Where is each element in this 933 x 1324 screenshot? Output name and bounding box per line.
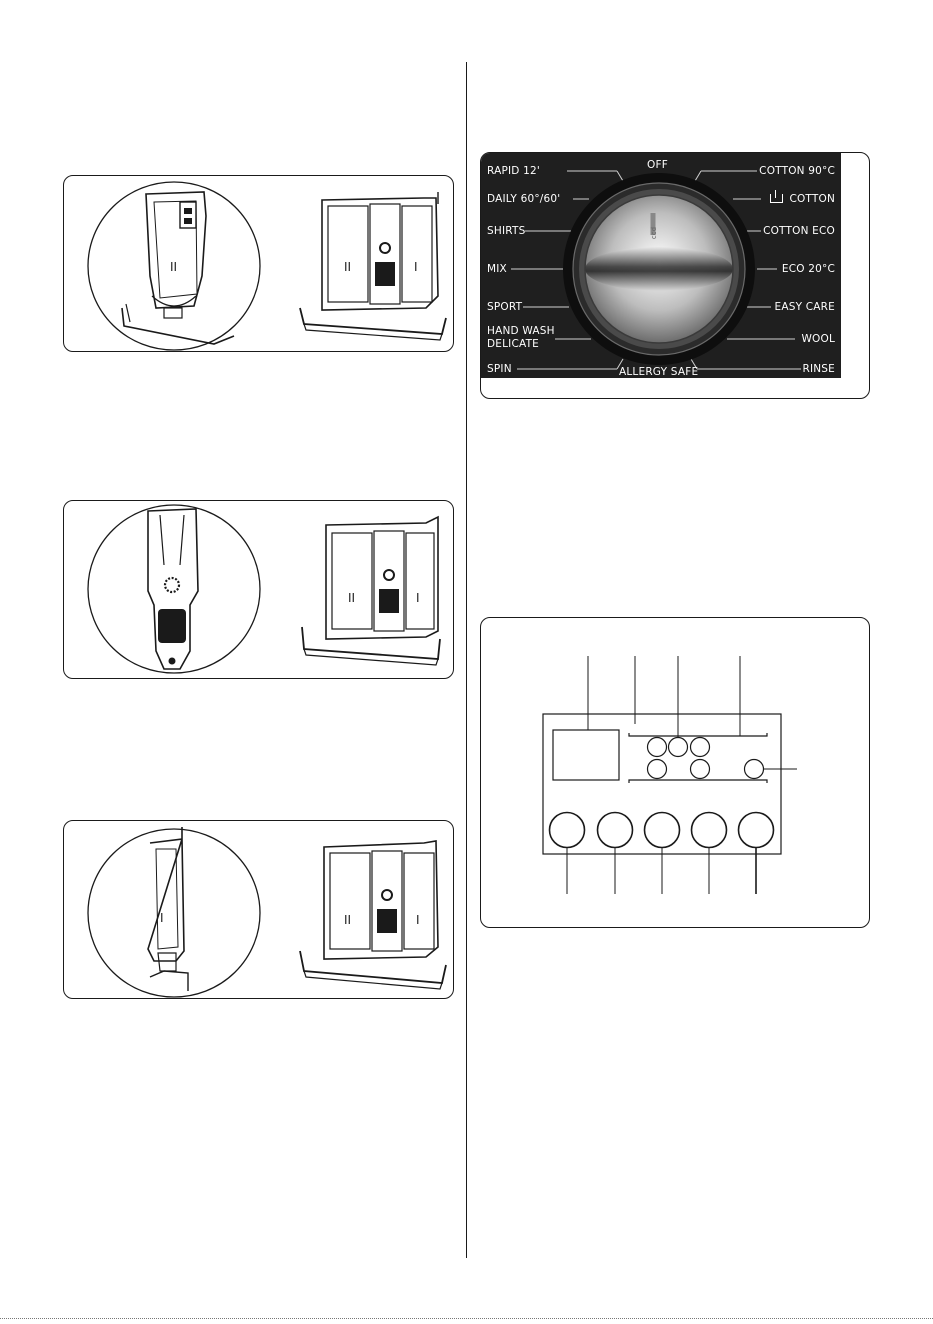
program-cotton-label: COTTON (789, 193, 835, 205)
program-allergy-safe: ALLERGY SAFE (619, 366, 698, 378)
column-divider (466, 62, 467, 1258)
compartment-label-2b: II (344, 260, 351, 274)
compartment-label-2d: II (344, 913, 351, 927)
program-spin: SPIN (487, 363, 512, 375)
program-mix: MIX (487, 263, 507, 275)
control-panel-figure (480, 617, 870, 928)
program-wool: WOOL (801, 333, 835, 345)
page-bottom-rule (0, 1318, 933, 1319)
compartment-label-1d: I (416, 913, 420, 927)
control-panel-drawing (481, 618, 871, 929)
compartment-label-1b: I (416, 591, 420, 605)
compartment-label-1: I (414, 260, 418, 274)
program-off: OFF (647, 159, 668, 171)
program-cotton-eco: COTTON ECO (763, 225, 835, 237)
program-shirts: SHIRTS (487, 225, 525, 237)
program-sport: SPORT (487, 301, 522, 313)
drawer-figure-2-drawing (64, 501, 455, 680)
cotton-tub-icon (770, 194, 783, 203)
drawer-figure-3-drawing (64, 821, 455, 1000)
program-daily: DAILY 60°/60' (487, 193, 560, 205)
drawer-figure-3: I II I (63, 820, 454, 999)
compartment-label-2: II (170, 260, 177, 274)
compartment-label-1c: I (160, 911, 164, 925)
program-dial-figure: OFF RAPID 12' DAILY 60°/60' SHIRTS MIX S… (480, 152, 870, 399)
program-delicate: DELICATE (487, 338, 539, 350)
program-cotton-90: COTTON 90°C (759, 165, 835, 177)
program-hand-wash: HAND WASH (487, 325, 555, 337)
program-rapid: RAPID 12' (487, 165, 540, 177)
program-cotton: COTTON (770, 193, 835, 205)
drawer-figure-1-drawing (64, 176, 455, 353)
program-easy-care: EASY CARE (775, 301, 835, 313)
knob-label: ccd (650, 227, 658, 239)
program-eco-20: ECO 20°C (782, 263, 835, 275)
compartment-label-2c: II (348, 591, 355, 605)
drawer-figure-2: II I (63, 500, 454, 679)
program-rinse: RINSE (802, 363, 835, 375)
drawer-figure-1: II II I (63, 175, 454, 352)
